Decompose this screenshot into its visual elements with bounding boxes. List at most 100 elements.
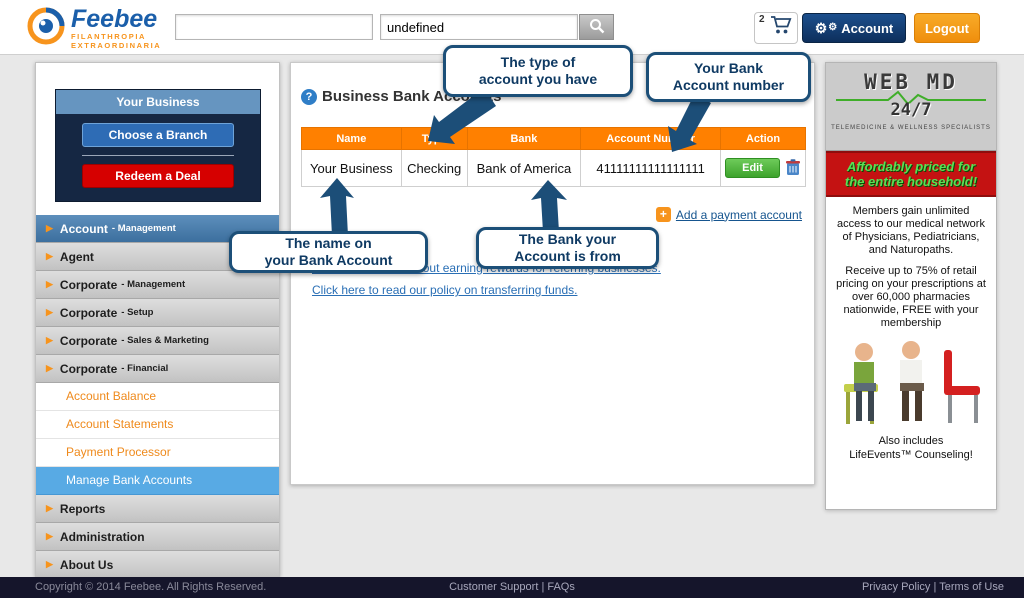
table-row: Your Business Checking Bank of America 4…	[301, 149, 806, 187]
callout-account-number: Your Bank Account number	[646, 52, 811, 102]
sidebar-item-corporate-financial[interactable]: ▶ Corporate - Financial	[36, 355, 279, 383]
sidebar: Your Business Choose a Branch Redeem a D…	[35, 62, 280, 577]
menu-suffix: - Management	[121, 279, 186, 290]
cell-account-name: Your Business	[301, 149, 402, 187]
menu-label: Corporate	[59, 361, 118, 376]
ad-banner-text: Affordably priced for the entire househo…	[826, 151, 996, 197]
cart-button[interactable]: 2	[754, 12, 798, 44]
column-header-bank: Bank	[466, 127, 582, 150]
menu-arrow-icon: ▶	[46, 335, 53, 345]
callout-account-name: The name on your Bank Account	[229, 231, 428, 273]
search-input[interactable]	[380, 14, 578, 40]
your-business-box: Your Business Choose a Branch Redeem a D…	[55, 89, 261, 202]
feebee-logo-icon	[26, 6, 66, 51]
plus-icon[interactable]: +	[655, 207, 671, 222]
brand-tagline-1: FILANTHROPIA	[71, 32, 147, 41]
footer-separator: |	[541, 581, 545, 593]
column-header-account-number: Account Number	[580, 127, 722, 150]
logout-button[interactable]: Logout	[914, 13, 980, 43]
webmd-caption: TELEMEDICINE & WELLNESS SPECIALISTS	[831, 125, 991, 131]
webmd-ad[interactable]: WEB MD 24/7 TELEMEDICINE & WELLNESS SPEC…	[825, 62, 997, 510]
add-payment-account-link[interactable]: Add a payment account	[675, 207, 802, 222]
terms-of-use-link[interactable]: Terms of Use	[939, 581, 1004, 593]
menu-suffix: - Sales & Marketing	[121, 335, 209, 346]
menu-arrow-icon: ▶	[46, 363, 53, 373]
column-header-action: Action	[720, 127, 806, 150]
callout-line: The Bank your	[518, 231, 617, 247]
account-button-label: Account	[841, 20, 894, 36]
cell-account-number: 41111111111111111	[580, 149, 722, 187]
sidebar-item-corporate-sales-marketing[interactable]: ▶ Corporate - Sales & Marketing	[36, 327, 279, 355]
sidebar-item-manage-bank-accounts[interactable]: Manage Bank Accounts	[36, 467, 279, 495]
ad-also-includes: Also includes	[878, 435, 944, 447]
column-header-name: Name	[301, 127, 402, 150]
help-icon[interactable]: ?	[301, 88, 317, 105]
redeem-deal-button[interactable]: Redeem a Deal	[82, 164, 234, 188]
menu-arrow-icon: ▶	[46, 279, 53, 289]
ad-paragraph-2: Receive up to 75% of retail pricing on y…	[836, 265, 986, 329]
gear-icon: ⚙	[814, 20, 828, 36]
menu-arrow-icon: ▶	[46, 531, 53, 541]
footer: Copyright © 2014 Feebee. All Rights Rese…	[0, 577, 1024, 598]
add-payment-account-row: + Add a payment account	[655, 207, 802, 222]
heartbeat-icon	[836, 90, 986, 106]
edit-button[interactable]: Edit	[725, 158, 780, 178]
callout-line: your Bank Account	[264, 252, 393, 268]
menu-arrow-icon: ▶	[46, 559, 53, 569]
delete-icon[interactable]	[785, 158, 801, 179]
menu-label: Agent	[59, 249, 94, 264]
footer-right-links: Privacy Policy | Terms of Use	[862, 577, 1004, 598]
search-icon	[588, 18, 606, 38]
webmd-logo-text: WEB MD	[864, 70, 958, 94]
brand-text: Feebee FILANTHROPIA EXTRAORDINARIA	[71, 5, 162, 51]
menu-suffix: - Setup	[121, 307, 154, 318]
menu-label: Corporate	[59, 305, 118, 320]
footer-center-links: Customer Support | FAQs	[0, 577, 1024, 598]
feebee-logo[interactable]: Feebee FILANTHROPIA EXTRAORDINARIA	[26, 6, 161, 51]
sidebar-item-administration[interactable]: ▶ Administration	[36, 523, 279, 551]
transfer-policy-link[interactable]: Click here to read our policy on transfe…	[312, 283, 578, 297]
sidebar-menu: ▶ Account - Management ▶ Agent ▶ Corpora…	[36, 215, 279, 576]
menu-label: Administration	[59, 529, 145, 544]
ad-lifeevents: LifeEvents™ Counseling!	[849, 449, 973, 461]
webmd-logo: WEB MD 24/7 TELEMEDICINE & WELLNESS SPEC…	[826, 63, 996, 151]
sidebar-item-payment-processor[interactable]: Payment Processor	[36, 439, 279, 467]
faqs-link[interactable]: FAQs	[547, 581, 575, 593]
menu-label: Corporate	[59, 277, 118, 292]
menu-suffix: - Management	[111, 223, 176, 234]
business-box-divider	[82, 155, 234, 156]
callout-line: account you have	[478, 71, 598, 87]
menu-label: About Us	[59, 557, 114, 572]
brand-name: Feebee	[71, 5, 158, 33]
bank-accounts-table: Name Type Bank Account Number Action You…	[301, 127, 806, 187]
copyright-text: Copyright © 2014 Feebee. All Rights Rese…	[35, 581, 267, 593]
webmd-247-text: 24/7	[890, 100, 932, 120]
cart-count-badge: 2	[759, 14, 765, 25]
cell-action: Edit	[720, 149, 806, 187]
sidebar-item-about-us[interactable]: ▶ About Us	[36, 551, 279, 576]
cart-icon	[769, 15, 793, 40]
sidebar-item-corporate-management[interactable]: ▶ Corporate - Management	[36, 271, 279, 299]
ad-paragraph-1: Members gain unlimited access to our med…	[837, 205, 985, 256]
search-button[interactable]	[579, 14, 614, 40]
customer-support-link[interactable]: Customer Support	[449, 581, 539, 593]
callout-line: The name on	[285, 235, 372, 251]
account-button[interactable]: ⚙⚙ Account	[802, 13, 906, 43]
footer-separator: |	[933, 581, 937, 593]
sidebar-item-account-statements[interactable]: Account Statements	[36, 411, 279, 439]
callout-line: Your Bank	[694, 60, 763, 76]
callout-account-type: The type of account you have	[443, 45, 633, 97]
menu-suffix: - Financial	[121, 363, 169, 374]
menu-label: Account	[59, 221, 108, 236]
sidebar-item-corporate-setup[interactable]: ▶ Corporate - Setup	[36, 299, 279, 327]
choose-branch-button[interactable]: Choose a Branch	[82, 123, 234, 147]
cell-bank-name: Bank of America	[466, 149, 582, 187]
sidebar-item-reports[interactable]: ▶ Reports	[36, 495, 279, 523]
menu-arrow-icon: ▶	[46, 503, 53, 513]
privacy-policy-link[interactable]: Privacy Policy	[861, 581, 931, 593]
sidebar-item-account-balance[interactable]: Account Balance	[36, 383, 279, 411]
brand-tagline-2: EXTRAORDINARIA	[71, 41, 162, 50]
callout-line: Account number	[672, 77, 785, 93]
left-text-input[interactable]	[175, 14, 373, 40]
